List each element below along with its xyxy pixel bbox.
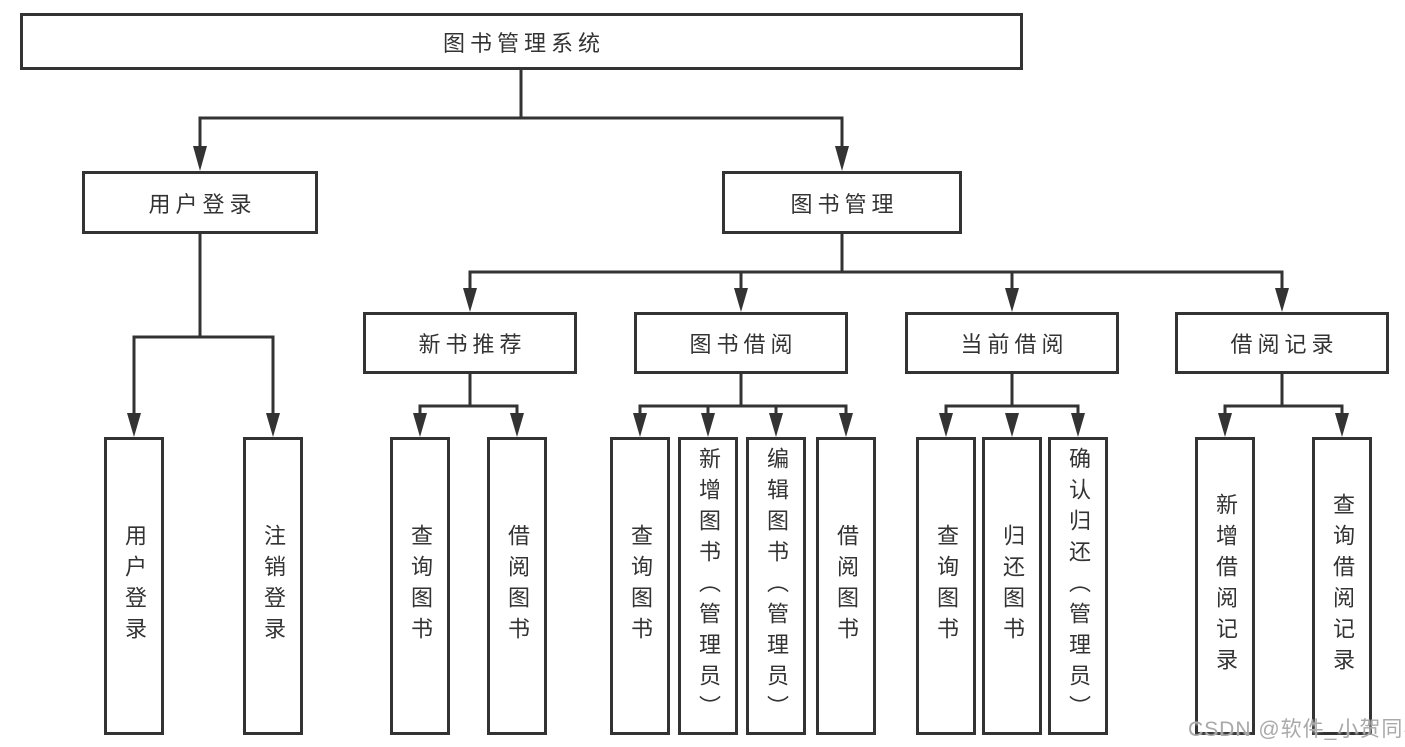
- leaf-add-book-admin-label: 新增图书（管理员）: [696, 446, 721, 726]
- connector-book-borrowing-to-leaves: [633, 372, 853, 437]
- leaf-borrow-books-borrowing-label: 借阅图书: [834, 524, 859, 648]
- leaf-add-book-admin: 新增图书（管理员）: [678, 437, 738, 735]
- leaf-borrow-books-recommend-label: 借阅图书: [505, 524, 530, 648]
- leaf-confirm-return-admin: 确认归还（管理员）: [1048, 437, 1108, 735]
- leaf-query-books-current: 查询图书: [916, 437, 976, 735]
- leaf-add-borrow-record: 新增借阅记录: [1195, 437, 1255, 735]
- node-library-management-system: 图书管理系统: [20, 13, 1023, 70]
- leaf-query-books-recommend-label: 查询图书: [408, 524, 433, 648]
- leaf-query-borrow-record-label: 查询借阅记录: [1330, 493, 1355, 679]
- connector-current-borrowing-to-leaves: [939, 372, 1085, 437]
- connector-book-management-to-level3: [463, 232, 1289, 312]
- leaf-return-book: 归还图书: [982, 437, 1042, 735]
- leaf-logout-label: 注销登录: [261, 524, 286, 648]
- connector-borrowing-records-to-leaves: [1218, 372, 1349, 437]
- leaf-query-books-borrowing-label: 查询图书: [628, 524, 653, 648]
- leaf-confirm-return-admin-label: 确认归还（管理员）: [1066, 446, 1091, 726]
- leaf-query-books-recommend: 查询图书: [390, 437, 450, 735]
- leaf-user-login-label: 用户登录: [122, 524, 147, 648]
- node-current-borrowing: 当前借阅: [905, 312, 1119, 374]
- node-user-login: 用户登录: [82, 171, 318, 234]
- node-borrowing-records: 借阅记录: [1175, 312, 1389, 374]
- node-book-borrowing: 图书借阅: [634, 312, 848, 374]
- connector-new-book-recommend-to-leaves: [413, 372, 524, 437]
- watermark: CSDN @软件_小贺同学: [1188, 718, 1405, 741]
- leaf-borrow-books-recommend: 借阅图书: [487, 437, 547, 735]
- leaf-user-login: 用户登录: [104, 437, 164, 735]
- leaf-query-borrow-record: 查询借阅记录: [1312, 437, 1372, 735]
- connector-user-login-to-leaves: [127, 232, 280, 437]
- leaf-add-borrow-record-label: 新增借阅记录: [1213, 493, 1238, 679]
- leaf-logout: 注销登录: [243, 437, 303, 735]
- leaf-return-book-label: 归还图书: [1000, 524, 1025, 648]
- leaf-edit-book-admin-label: 编辑图书（管理员）: [764, 446, 789, 726]
- leaf-query-books-borrowing: 查询图书: [610, 437, 670, 735]
- leaf-edit-book-admin: 编辑图书（管理员）: [746, 437, 806, 735]
- leaf-query-books-current-label: 查询图书: [934, 524, 959, 648]
- leaf-borrow-books-borrowing: 借阅图书: [816, 437, 876, 735]
- connector-root-to-level2: [193, 67, 849, 171]
- node-new-book-recommend: 新书推荐: [363, 312, 577, 374]
- node-book-management: 图书管理: [722, 171, 962, 234]
